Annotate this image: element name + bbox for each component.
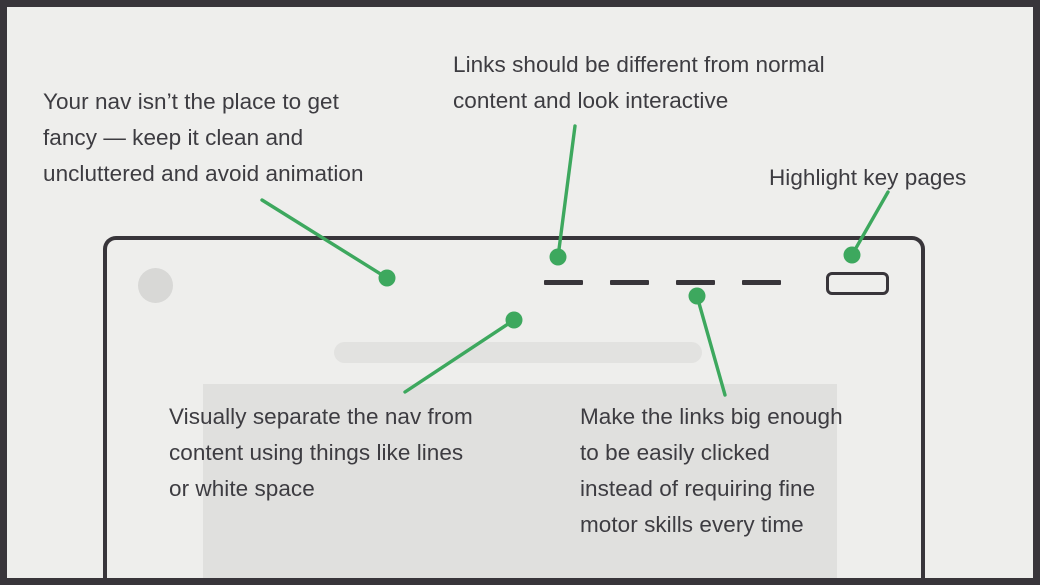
callout-big-links: Make the links big enough to be easily c… — [580, 404, 843, 537]
figure-canvas: Your nav isn’t the place to get fancy — … — [7, 7, 1033, 578]
nav-link-placeholder-1[interactable] — [544, 280, 583, 285]
nav-links-group — [544, 280, 808, 285]
nav-cta-button[interactable] — [826, 272, 889, 295]
hero-search-pill[interactable] — [334, 342, 702, 363]
callout-links-distinct: Links should be different from normal co… — [453, 52, 825, 113]
page-content-block — [203, 384, 837, 578]
site-logo-circle-icon — [138, 268, 173, 303]
nav-link-placeholder-4[interactable] — [742, 280, 781, 285]
nav-link-placeholder-2[interactable] — [610, 280, 649, 285]
callout-nav-simple: Your nav isn’t the place to get fancy — … — [43, 89, 364, 186]
callout-separate-nav: Visually separate the nav from content u… — [169, 404, 473, 501]
browser-window-mockup — [103, 236, 925, 578]
nav-link-placeholder-3[interactable] — [676, 280, 715, 285]
callout-highlight-key: Highlight key pages — [769, 165, 967, 190]
